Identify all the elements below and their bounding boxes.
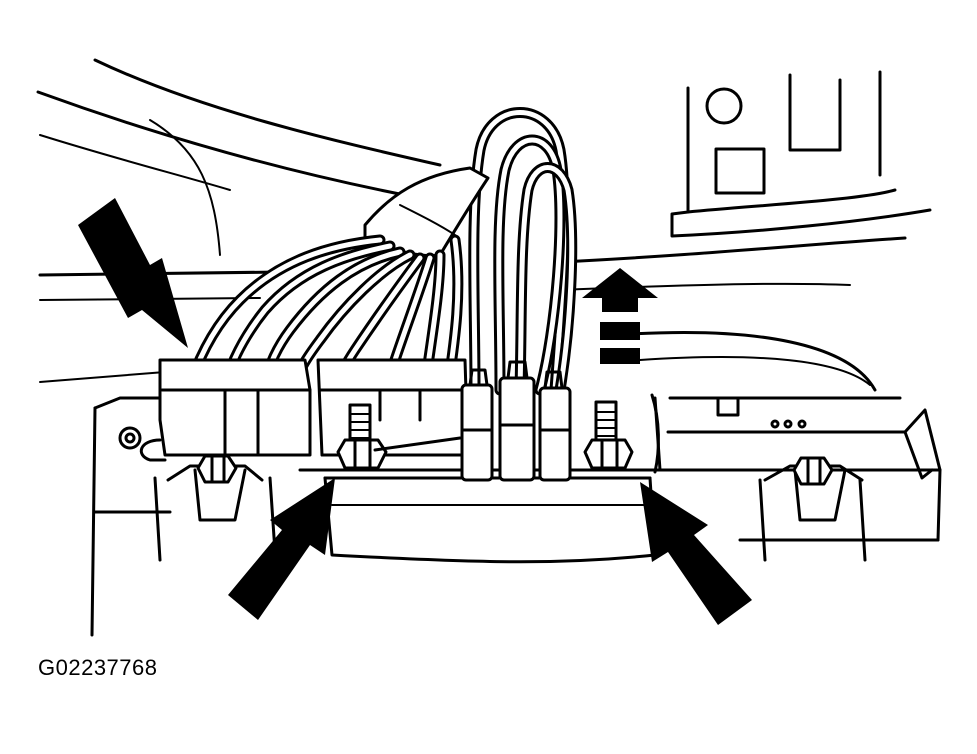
figure-code: G02237768 [38,655,158,680]
connector-callout-arrow [78,198,188,348]
right-housing-nut [792,456,834,486]
left-housing-nut [196,454,238,484]
wire-harness [184,107,578,396]
upper-right-bracket [670,70,932,238]
module-housing [90,396,942,637]
bullet-terminals [460,360,572,482]
callout-arrows [78,198,752,625]
left-nut-callout-arrow [228,478,335,620]
mounting-studs [196,393,834,486]
right-nut-callout-arrow [640,482,752,625]
removal-direction-arrow-up [582,268,658,364]
right-stud-nut [583,400,634,470]
left-stud-nut [336,403,388,470]
